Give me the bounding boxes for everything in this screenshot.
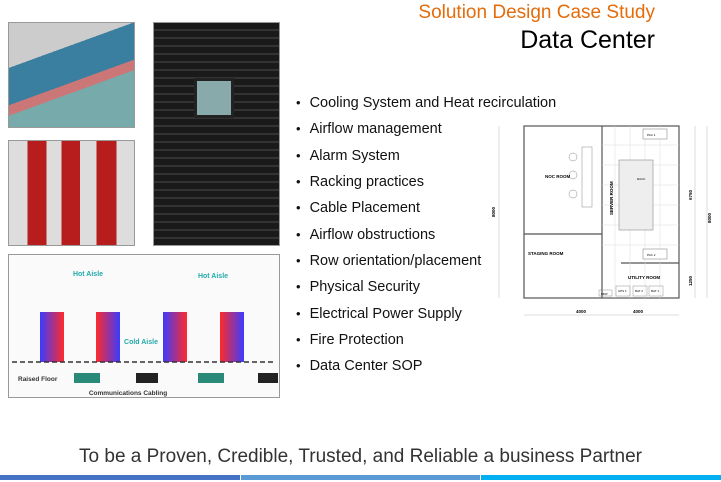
utility-room-label: UTILITY ROOM <box>628 275 660 280</box>
feature-list: Cooling System and Heat recirculation Ai… <box>296 90 557 379</box>
list-item: Physical Security <box>296 274 556 300</box>
dim-left: 8000 <box>491 206 496 217</box>
cold-aisle-label: Cold Aisle <box>124 339 158 346</box>
staging-room-label: STAGING ROOM <box>528 251 564 256</box>
tagline: To be a Proven, Credible, Trusted, and R… <box>79 446 642 467</box>
subtitle: Solution Design Case Study <box>418 2 655 23</box>
list-item: Cooling System and Heat recirculation <box>296 90 557 116</box>
mdp-label: MDP <box>601 292 608 296</box>
list-item: Fire Protection <box>296 327 556 353</box>
server-room-label: SERVER ROOM <box>609 181 614 215</box>
footer-bar-3 <box>481 475 721 480</box>
list-item: Cable Placement <box>296 195 556 221</box>
raised-floor-label: Raised Floor <box>18 376 58 383</box>
pac2-label: PAC 2 <box>647 253 656 257</box>
dim-upper: 6750 <box>688 189 693 200</box>
page-title: Data Center <box>520 26 655 54</box>
hot-cold-aisle-diagram: Hot Aisle Hot Aisle Cold Aisle Raised Fl… <box>8 254 280 398</box>
list-item: Row orientation/placement <box>296 248 556 274</box>
list-item: Airflow management <box>296 116 556 142</box>
dim-bottom-right: 4000 <box>633 309 644 314</box>
dim-lower: 1250 <box>688 275 693 286</box>
pac1-label: PAC 1 <box>647 133 656 137</box>
fire-suppression-photo <box>8 140 135 246</box>
cabling-photo <box>8 22 135 128</box>
list-item: Alarm System <box>296 143 556 169</box>
noc-room-label: NOC ROOM <box>545 174 571 179</box>
footer-bar-1 <box>0 475 240 480</box>
list-item: Data Center SOP <box>296 353 556 379</box>
dim-bottom-left: 4000 <box>576 309 587 314</box>
bat1-label: BAT 1 <box>651 289 659 293</box>
list-item: Airflow obstructions <box>296 221 556 247</box>
list-item: Electrical Power Supply <box>296 300 556 326</box>
footer-bar-2 <box>241 475 480 480</box>
hot-aisle-label-2: Hot Aisle <box>198 273 228 280</box>
server-rack-photo <box>153 22 280 246</box>
hot-aisle-label-1: Hot Aisle <box>73 271 103 278</box>
list-item: Racking practices <box>296 169 556 195</box>
floor-plan: NOC ROOM SERVER ROOM STAGING ROOM UTILIT… <box>491 125 712 316</box>
dim-right: 8000 <box>707 212 712 223</box>
ups-label: UPS 1 <box>618 289 627 293</box>
communications-cabling-label: Communications Cabling <box>89 390 167 397</box>
rack-label: RACK <box>637 177 645 181</box>
bat2-label: BAT 2 <box>635 289 643 293</box>
